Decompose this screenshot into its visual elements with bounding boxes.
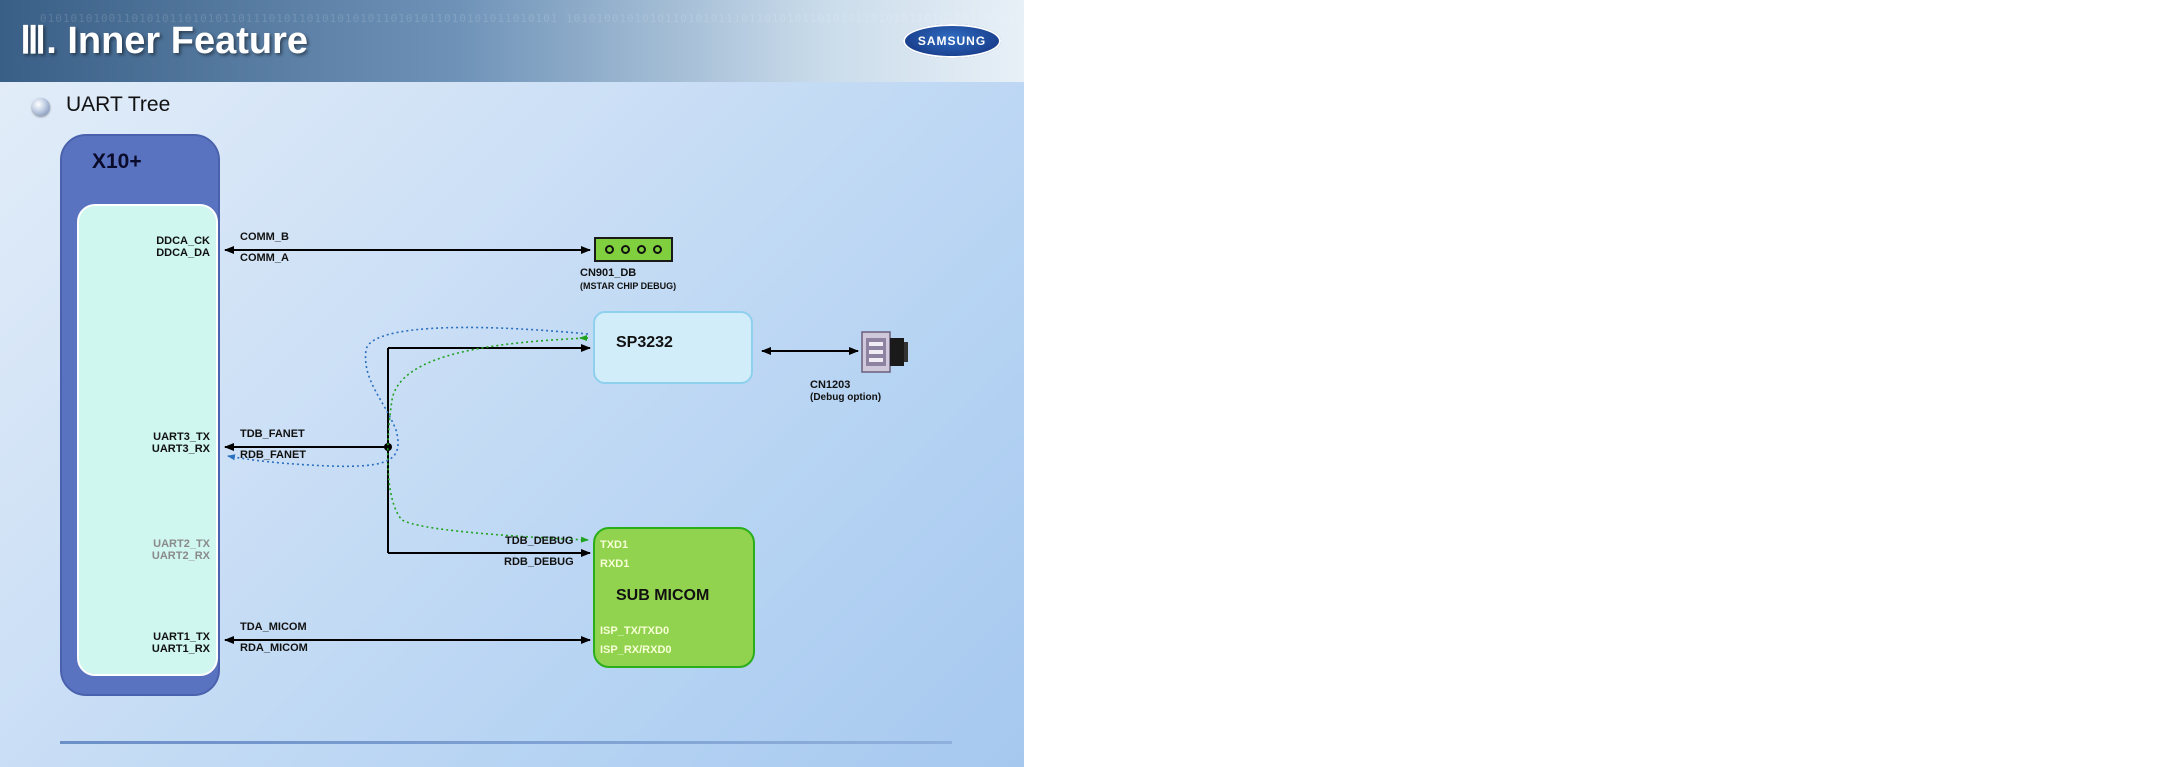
sp3232-block bbox=[593, 311, 753, 384]
connector-pin-icon bbox=[637, 245, 647, 254]
sub-micom-label: SUB MICOM bbox=[616, 587, 710, 604]
pin-uart1-rx: UART1_RX bbox=[151, 643, 210, 655]
connector-pin-icon bbox=[604, 245, 614, 254]
pin-uart3-tx: UART3_TX bbox=[153, 431, 210, 443]
bullet-icon bbox=[32, 98, 50, 116]
section-subtitle: UART Tree bbox=[66, 93, 171, 116]
cn1203-sublabel: (Debug option) bbox=[810, 392, 882, 403]
header-banner: 0101010100110101011010101101110101101010… bbox=[0, 0, 2182, 82]
logo-text: SAMSUNG bbox=[917, 34, 987, 48]
uart3-junction bbox=[384, 443, 392, 451]
signal-comm-b: COMM_B bbox=[240, 231, 289, 243]
signal-tdb-debug: TDB_DEBUG bbox=[505, 535, 574, 547]
micom-pin-isp-rx: ISP_RX/RXD0 bbox=[600, 644, 672, 656]
green-dotted-path bbox=[386, 337, 589, 543]
signal-rdb-fanet: RDB_FANET bbox=[240, 449, 307, 461]
signal-rda-micom: RDA_MICOM bbox=[240, 642, 308, 654]
header-binary-pattern: 0101010100110101011010101101110101101010… bbox=[40, 12, 2182, 25]
page-title: Ⅲ. Inner Feature bbox=[20, 20, 309, 62]
blue-dotted-path bbox=[227, 326, 589, 468]
connector-pin-icon bbox=[653, 245, 663, 254]
cn1203-connector-icon bbox=[861, 331, 908, 373]
signal-tdb-fanet: TDB_FANET bbox=[240, 428, 305, 440]
sp3232-label: SP3232 bbox=[616, 334, 673, 351]
cn901-connector bbox=[594, 237, 673, 262]
footer-divider bbox=[60, 741, 952, 744]
cn1203-label: CN1203 bbox=[810, 379, 851, 391]
signal-rdb-debug: RDB_DEBUG bbox=[504, 556, 574, 568]
signal-comm-a: COMM_A bbox=[240, 252, 289, 264]
pin-uart2-rx: UART2_RX bbox=[151, 550, 210, 562]
signal-tda-micom: TDA_MICOM bbox=[240, 621, 307, 633]
connector-pin-icon bbox=[620, 245, 630, 254]
samsung-logo: SAMSUNG bbox=[903, 24, 1001, 58]
sub-micom-block bbox=[593, 527, 755, 668]
wiring-diagram bbox=[224, 246, 859, 644]
cn901-sublabel: (MSTAR CHIP DEBUG) bbox=[580, 281, 677, 291]
x10-chip-inner bbox=[77, 204, 218, 676]
pin-uart3-rx: UART3_RX bbox=[151, 443, 210, 455]
micom-pin-txd1: TXD1 bbox=[600, 539, 629, 551]
cn901-label: CN901_DB bbox=[580, 267, 637, 279]
micom-pin-rxd1: RXD1 bbox=[600, 558, 630, 570]
pin-ddca-da: DDCA_DA bbox=[156, 247, 210, 259]
pin-ddca-ck: DDCA_CK bbox=[156, 235, 210, 247]
pin-uart1-tx: UART1_TX bbox=[153, 631, 210, 643]
x10-chip-label: X10+ bbox=[92, 150, 142, 173]
pin-uart2-tx: UART2_TX bbox=[153, 538, 210, 550]
micom-pin-isp-tx: ISP_TX/TXD0 bbox=[600, 625, 670, 637]
